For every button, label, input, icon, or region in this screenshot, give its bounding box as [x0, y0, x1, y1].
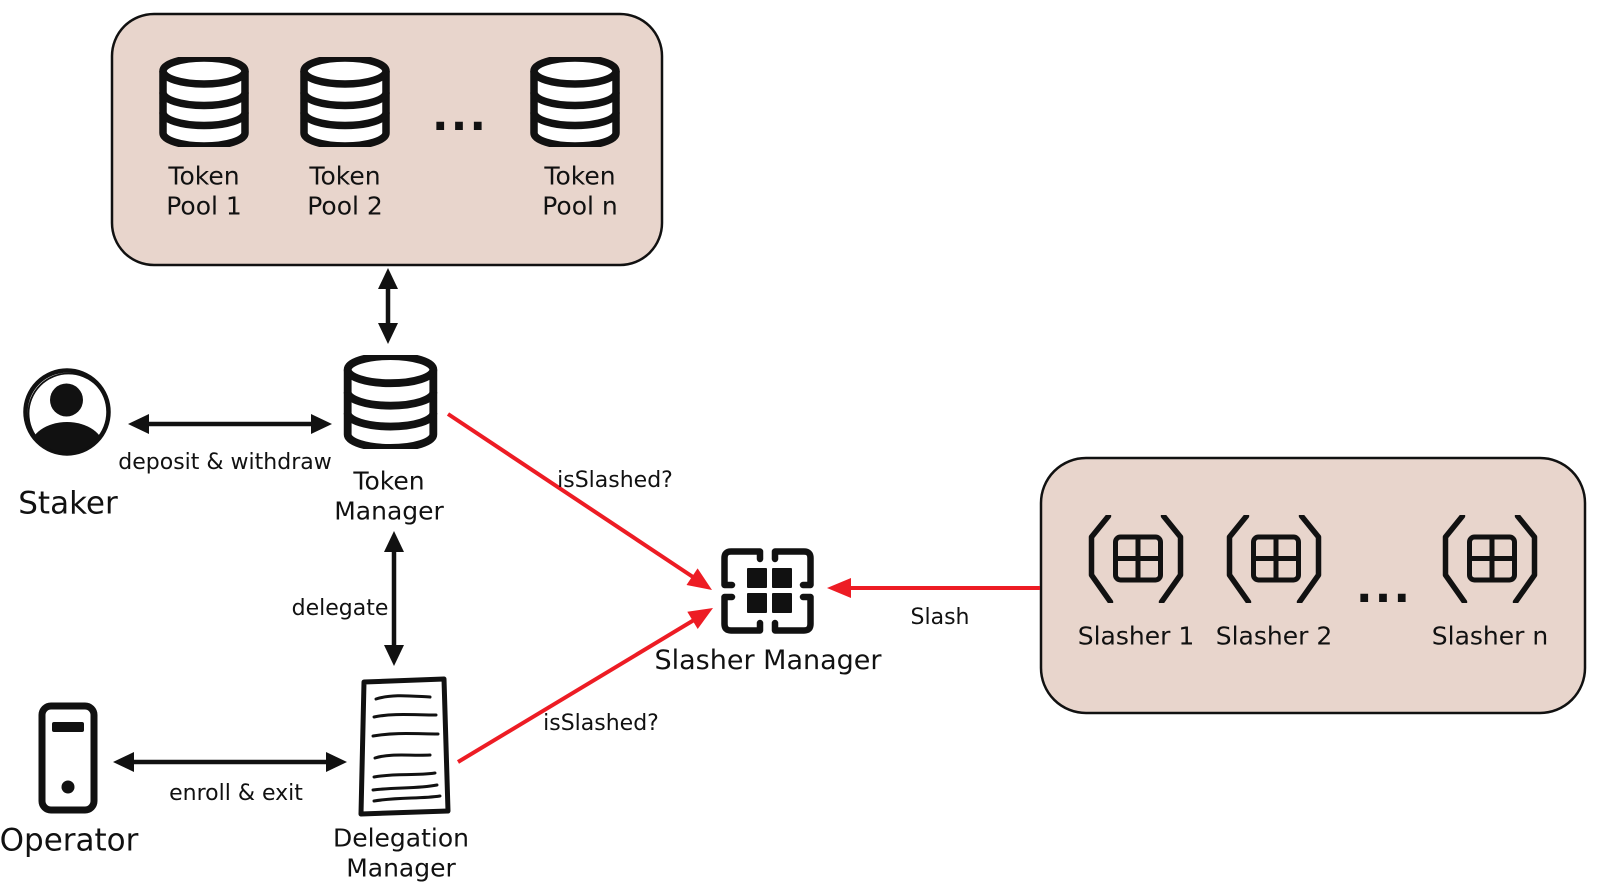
database-icon-token-manager	[348, 356, 434, 448]
staker-label: Staker	[18, 485, 118, 522]
deposit-withdraw-edge-label: deposit & withdraw	[118, 449, 332, 475]
database-icon-pool-2	[304, 58, 386, 146]
database-icon-pool-n	[534, 58, 616, 146]
slasher-n-label: Slasher n	[1431, 621, 1549, 651]
enroll-exit-edge-label: enroll & exit	[169, 780, 303, 806]
arrow-operator-delegation	[113, 752, 347, 772]
arrow-isslashed-token-manager	[446, 412, 712, 590]
token-pool-n-label: Token Pool n	[542, 161, 618, 221]
delegate-edge-label: delegate	[291, 595, 389, 621]
arrow-staker-token-manager	[128, 414, 332, 434]
delegation-manager-label: Delegation Manager	[332, 823, 470, 883]
slashers-ellipsis: ...	[1356, 562, 1412, 613]
arrow-slash	[827, 578, 1040, 598]
token-pools-box	[110, 12, 664, 267]
token-pool-2-label: Token Pool 2	[307, 161, 383, 221]
operator-label: Operator	[0, 822, 139, 859]
delegation-manager-document-icon	[358, 676, 451, 817]
token-pool-1-label: Token Pool 1	[166, 161, 242, 221]
token-manager-label: Token Manager	[334, 466, 444, 526]
arrow-pools-token-manager	[378, 268, 398, 344]
slasher-manager-icon	[721, 548, 814, 634]
operator-server-icon	[38, 702, 98, 814]
token-pools-ellipsis: ...	[432, 90, 488, 141]
arrow-isslashed-delegation-manager	[456, 608, 713, 764]
isslashed-top-edge-label: isSlashed?	[557, 467, 673, 493]
slasher-1-label: Slasher 1	[1077, 621, 1195, 651]
slash-edge-label: Slash	[910, 604, 970, 630]
arrow-delegate	[384, 531, 404, 666]
database-icon-pool-1	[163, 58, 245, 146]
slasher-manager-label: Slasher Manager	[654, 644, 882, 676]
slasher-2-label: Slasher 2	[1215, 621, 1333, 651]
staker-person-icon	[23, 368, 111, 456]
isslashed-bottom-edge-label: isSlashed?	[543, 710, 659, 736]
